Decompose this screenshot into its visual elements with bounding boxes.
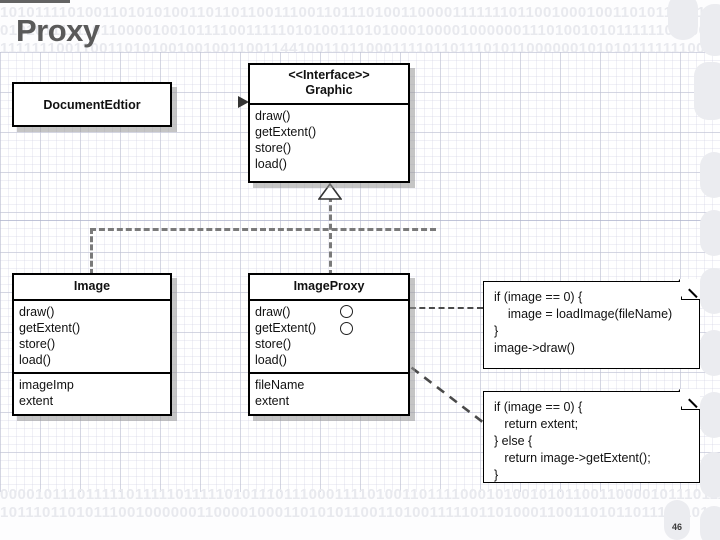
decor-blob xyxy=(700,330,720,376)
note-line: if (image == 0) { xyxy=(494,400,583,414)
realization-stem-image xyxy=(90,228,93,275)
note-anchor-draw xyxy=(352,307,483,309)
realization-branch xyxy=(90,228,436,231)
note-line: return extent; xyxy=(494,417,579,431)
slide-title: Proxy xyxy=(16,13,100,48)
decor-blob xyxy=(668,0,698,40)
class-header: Image xyxy=(14,275,170,299)
class-name-label: DocumentEdtior xyxy=(43,97,141,112)
attribute-item: extent xyxy=(255,394,290,408)
operation-item: getExtent() xyxy=(255,321,317,335)
page-number: 46 xyxy=(671,522,682,532)
operation-item: store() xyxy=(255,337,292,351)
association-arrowhead xyxy=(238,96,249,108)
class-box-document-editor[interactable]: DocumentEdtior xyxy=(12,82,172,127)
decor-blob xyxy=(700,452,720,498)
operation-item: draw() xyxy=(19,305,55,319)
decor-blob xyxy=(700,210,720,256)
decor-blob xyxy=(664,500,690,540)
decor-blob xyxy=(700,268,720,314)
operation-item: draw() xyxy=(255,109,291,123)
note-line: } xyxy=(494,324,499,338)
note-fold-corner-icon xyxy=(680,389,700,410)
note-line: return image->getExtent(); xyxy=(494,451,651,465)
class-name-label: Graphic xyxy=(305,83,353,97)
realization-triangle-icon xyxy=(318,183,342,200)
realization-stem xyxy=(329,196,332,276)
class-box-image-proxy[interactable]: ImageProxy draw() getExtent() store() lo… xyxy=(248,273,410,416)
operation-item: store() xyxy=(255,141,292,155)
operation-item: getExtent() xyxy=(255,125,317,139)
note-line: image = loadImage(fileName) xyxy=(494,307,673,321)
operations-compartment: draw() getExtent() store() load() xyxy=(250,103,408,176)
attribute-item: imageImp xyxy=(19,378,74,392)
socket-ball-get-extent-icon xyxy=(340,322,353,335)
operation-item: store() xyxy=(19,337,56,351)
binary-line: 1010111101001101010100110110110011100110… xyxy=(0,4,720,21)
background-binary-top: 1010111101001101010100110110110011100110… xyxy=(0,4,720,56)
note-line: } else { xyxy=(494,434,533,448)
decor-blob xyxy=(694,62,720,120)
class-box-image[interactable]: Image draw() getExtent() store() load() … xyxy=(12,273,172,416)
note-line: if (image == 0) { xyxy=(494,290,583,304)
operation-item: load() xyxy=(255,353,287,367)
decor-blob xyxy=(700,152,720,198)
attributes-compartment: imageImp extent xyxy=(14,372,170,413)
decor-blob xyxy=(700,4,720,56)
binary-line: 0000101110111110111110111110101110111000… xyxy=(0,486,720,503)
class-stereotype: <<Interface>> xyxy=(288,68,370,82)
note-fold-corner-icon xyxy=(680,279,700,300)
decor-blob xyxy=(700,392,720,438)
attribute-item: extent xyxy=(19,394,54,408)
attribute-item: fileName xyxy=(255,378,305,392)
association-line xyxy=(0,0,70,3)
operation-item: getExtent() xyxy=(19,321,81,335)
background-binary-bottom: 0000101110111110111110111110101110111000… xyxy=(0,486,720,534)
socket-ball-draw-icon xyxy=(340,305,353,318)
note-anchor-get-extent xyxy=(347,317,485,425)
class-name-label: ImageProxy xyxy=(293,279,365,293)
operations-compartment: draw() getExtent() store() load() xyxy=(14,299,170,372)
note-line: image->draw() xyxy=(494,341,575,355)
class-box-graphic[interactable]: <<Interface>> Graphic draw() getExtent()… xyxy=(248,63,410,183)
attributes-compartment: fileName extent xyxy=(250,372,408,413)
note-get-extent-implementation[interactable]: if (image == 0) { return extent; } else … xyxy=(483,389,700,483)
operation-item: load() xyxy=(255,157,287,171)
class-header: <<Interface>> Graphic xyxy=(250,65,408,103)
note-line: } xyxy=(494,468,499,482)
class-name-label: Image xyxy=(73,279,111,293)
note-draw-implementation[interactable]: if (image == 0) { image = loadImage(file… xyxy=(483,279,700,369)
class-header: ImageProxy xyxy=(250,275,408,299)
binary-line: 1011101101011100100000011000010001101010… xyxy=(0,504,720,521)
decor-blob xyxy=(700,506,720,540)
operation-item: load() xyxy=(19,353,51,367)
operation-item: draw() xyxy=(255,305,291,319)
binary-line: 0101011111101100001001011110011111010100… xyxy=(0,22,720,39)
operations-compartment: draw() getExtent() store() load() xyxy=(250,299,408,372)
